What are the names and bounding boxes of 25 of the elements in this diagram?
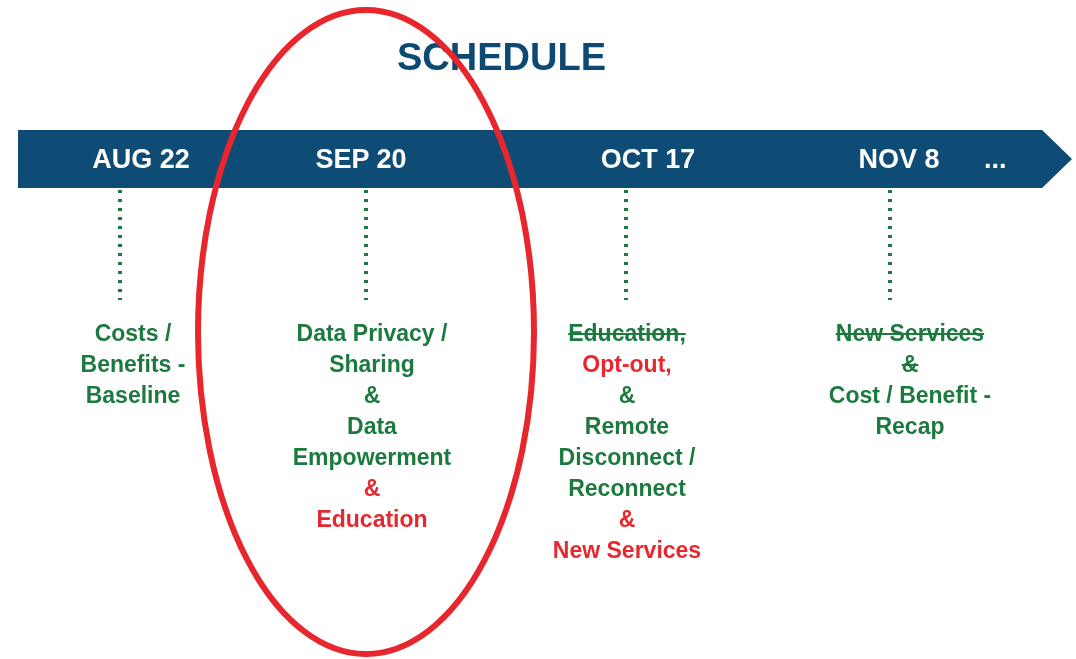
topic-line: Cost / Benefit - Recap (827, 381, 993, 441)
topic-line: New Services (835, 319, 985, 348)
topic-line: Costs / Benefits - Baseline (79, 319, 187, 410)
topic-line: Data Privacy / Sharing (295, 319, 449, 379)
topic-line: & (901, 350, 919, 379)
topic-line: Remote Disconnect / Reconnect (557, 412, 697, 503)
topic-line: & (363, 474, 381, 503)
topic-line: Opt-out, (582, 350, 672, 379)
topic-line: New Services (552, 536, 702, 565)
dotted-connector (364, 190, 368, 300)
topic-line: & (618, 381, 636, 410)
dotted-connector (118, 190, 122, 300)
dotted-connector (624, 190, 628, 300)
topic-line: Education, (568, 319, 686, 348)
topic-line: Data Empowerment (291, 412, 453, 472)
date-label: AUG 22 (76, 130, 206, 188)
date-label: SEP 20 (296, 130, 426, 188)
timeline-arrow (18, 130, 1073, 188)
date-label: NOV 8 (834, 130, 964, 188)
topic-line: Education (316, 505, 428, 534)
date-label: OCT 17 (583, 130, 713, 188)
topic-line: & (363, 381, 381, 410)
continuation-dots: ... (984, 143, 1007, 176)
topic-line: & (618, 505, 636, 534)
dotted-connector (888, 190, 892, 300)
